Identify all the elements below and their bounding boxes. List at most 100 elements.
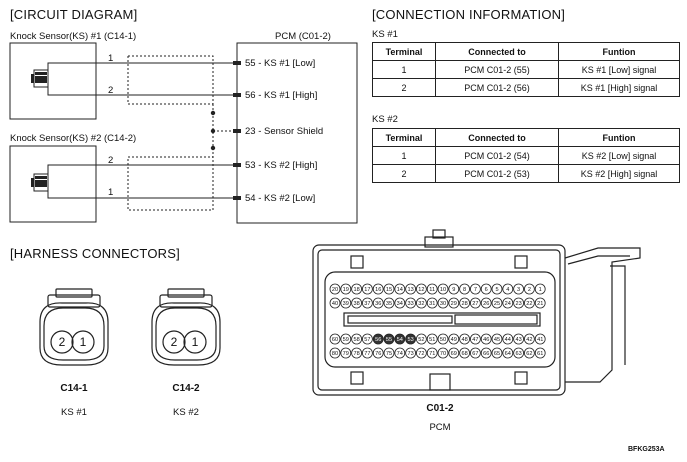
table-row: 2 PCM C01-2 (56) KS #1 [High] signal bbox=[372, 78, 680, 97]
table-name: KS #1 bbox=[372, 29, 398, 40]
pcm-pin-number: 58 bbox=[353, 337, 359, 343]
c14-1-connector-icon bbox=[39, 288, 109, 366]
pcm-pin-number: 23 bbox=[515, 301, 521, 307]
wire-number: 2 bbox=[108, 85, 114, 96]
pcm-pin bbox=[534, 297, 546, 309]
table-row: 2 PCM C01-2 (53) KS #2 [High] signal bbox=[372, 164, 680, 183]
pcm-pin-number: 39 bbox=[343, 301, 349, 307]
pcm-pin bbox=[405, 333, 417, 345]
table-cell: PCM C01-2 (54) bbox=[435, 146, 559, 165]
pcm-pin bbox=[361, 333, 373, 345]
pcm-pin bbox=[394, 297, 406, 309]
pcm-pin bbox=[469, 283, 481, 295]
pcm-pin-number: 10 bbox=[440, 287, 446, 293]
connector-desc: KS #2 bbox=[173, 407, 199, 418]
pcm-pin bbox=[437, 347, 449, 359]
pcm-pin bbox=[340, 347, 352, 359]
pcm-pin bbox=[394, 347, 406, 359]
pcm-pin bbox=[480, 333, 492, 345]
pcm-pin bbox=[459, 283, 471, 295]
pcm-pin-label: 54 - KS #2 [Low] bbox=[245, 193, 316, 204]
pcm-pin-number: 68 bbox=[461, 351, 467, 357]
pcm-pin-label: 23 - Sensor Shield bbox=[245, 126, 324, 137]
table-cell: PCM C01-2 (56) bbox=[435, 78, 559, 97]
pcm-pin-number: 6 bbox=[485, 287, 488, 293]
ks1-label: Knock Sensor(KS) #1 (C14-1) bbox=[10, 31, 137, 42]
pcm-pin-number: 48 bbox=[461, 337, 467, 343]
pcm-pin-number: 35 bbox=[386, 301, 392, 307]
pcm-pin-number: 28 bbox=[461, 301, 467, 307]
table-header: Connected to bbox=[435, 42, 559, 61]
pcm-pin-number: 26 bbox=[483, 301, 489, 307]
pcm-pin bbox=[383, 333, 395, 345]
pcm-pin-number: 18 bbox=[353, 287, 359, 293]
pcm-pin-number: 40 bbox=[332, 301, 338, 307]
pcm-pin bbox=[329, 297, 341, 309]
pcm-pin-number: 72 bbox=[418, 351, 424, 357]
pcm-pin bbox=[329, 283, 341, 295]
pcm-pin bbox=[513, 283, 524, 295]
pcm-pin-number: 76 bbox=[375, 351, 381, 357]
pcm-pin-number: 34 bbox=[397, 301, 403, 307]
ks1-box bbox=[9, 42, 97, 120]
pcm-pin bbox=[426, 347, 438, 359]
ks2-sensor-icon bbox=[31, 173, 49, 192]
pcm-pin bbox=[524, 297, 535, 309]
pcm-pin bbox=[502, 333, 514, 345]
pcm-pin-number: 25 bbox=[494, 301, 500, 307]
pcm-pin-number: 27 bbox=[472, 301, 478, 307]
table-cell: 1 bbox=[372, 146, 436, 165]
pcm-pin bbox=[394, 283, 406, 295]
pcm-pin bbox=[437, 333, 449, 345]
pcm-pin bbox=[405, 283, 417, 295]
pcm-pin-number: 37 bbox=[364, 301, 370, 307]
pcm-pin bbox=[405, 347, 417, 359]
pcm-pin-number: 38 bbox=[353, 301, 359, 307]
pcm-pin bbox=[524, 347, 535, 359]
pcm-pin bbox=[372, 297, 384, 309]
connection-table-ks1: Terminal Connected to Funtion 1 PCM C01-… bbox=[372, 42, 680, 97]
pcm-label: PCM (C01-2) bbox=[275, 31, 331, 42]
pcm-pin bbox=[491, 347, 503, 359]
wire-number: 1 bbox=[108, 53, 114, 64]
pcm-pin-number: 69 bbox=[451, 351, 457, 357]
pcm-pin bbox=[372, 347, 384, 359]
pcm-pin bbox=[448, 347, 460, 359]
pcm-pin-number: 31 bbox=[429, 301, 435, 307]
table-cell: KS #2 [High] signal bbox=[558, 164, 680, 183]
pcm-pin bbox=[491, 283, 503, 295]
pcm-pin bbox=[459, 347, 471, 359]
pcm-pin-number: 66 bbox=[483, 351, 489, 357]
pcm-pin-number: 41 bbox=[537, 337, 543, 343]
pcm-pin bbox=[340, 333, 352, 345]
pcm-pin-number: 45 bbox=[494, 337, 500, 343]
table-header: Connected to bbox=[435, 128, 559, 147]
pcm-pin-number: 20 bbox=[332, 287, 338, 293]
connector-id: C14-1 bbox=[60, 383, 88, 394]
pcm-pin bbox=[372, 333, 384, 345]
pcm-pin-number: 43 bbox=[515, 337, 521, 343]
pcm-pin bbox=[361, 297, 373, 309]
connector-pin-number: 2 bbox=[58, 335, 66, 349]
ks1-sensor-icon bbox=[31, 69, 49, 88]
pcm-pin-number: 70 bbox=[440, 351, 446, 357]
pcm-pin-number: 5 bbox=[495, 287, 498, 293]
pcm-pin-number: 51 bbox=[429, 337, 435, 343]
pcm-pin-number: 64 bbox=[505, 351, 511, 357]
pcm-pin-number: 79 bbox=[343, 351, 349, 357]
pcm-pin bbox=[426, 283, 438, 295]
pcm-connector-desc: PCM bbox=[429, 422, 451, 433]
figure-code: BFKG253A bbox=[628, 446, 665, 453]
pcm-pin-number: 21 bbox=[537, 301, 543, 307]
pcm-pin bbox=[469, 347, 481, 359]
connector-id: C14-2 bbox=[172, 383, 200, 394]
pcm-pin-number: 22 bbox=[526, 301, 532, 307]
pcm-pin bbox=[480, 283, 492, 295]
pcm-pin bbox=[448, 333, 460, 345]
pcm-pin-number: 53 bbox=[407, 337, 413, 343]
pcm-pin bbox=[502, 283, 514, 295]
pcm-pin-number: 54 bbox=[397, 337, 403, 343]
pcm-pin-number: 80 bbox=[332, 351, 338, 357]
pcm-pin bbox=[415, 333, 427, 345]
pcm-pin bbox=[513, 333, 524, 345]
